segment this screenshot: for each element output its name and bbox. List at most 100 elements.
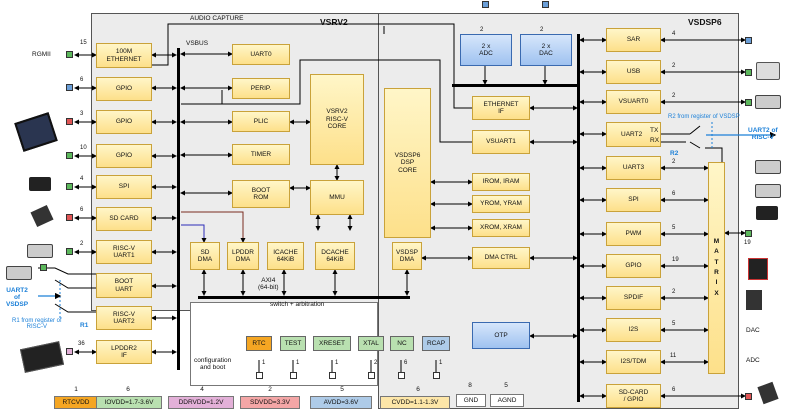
pwm-block: PWM (606, 222, 661, 246)
pad (40, 264, 47, 271)
pin-count: 6 (672, 387, 676, 393)
ethernet-if-block: ETHERNET IF (472, 96, 530, 120)
vsbus-label: VSBUS (186, 40, 209, 47)
pad (290, 372, 297, 379)
rgmii-label: RGMII (32, 51, 51, 58)
switch-bus (198, 296, 410, 299)
pin-count: 36 (78, 341, 85, 347)
chip-icon (756, 206, 778, 220)
pad (745, 99, 752, 106)
gpio-block-2: GPIO (96, 110, 152, 134)
power-count: 2 (268, 386, 272, 393)
rtc-pin: RTC (246, 336, 272, 351)
pin-count: 6 (80, 77, 84, 83)
pad (398, 372, 405, 379)
power-count: 6 (416, 386, 420, 393)
xrom-block: XROM, XRAM (472, 219, 530, 237)
timer-block: TIMER (232, 144, 290, 165)
icache-block: ICACHE 64KiB (267, 242, 304, 270)
spi-block-right: SPI (606, 188, 661, 212)
vsdsp6-title: VSDSP6 (688, 17, 722, 27)
power-iovdd: IOVDD=1.7-3.6V (96, 396, 162, 409)
pin-count: 6 (672, 191, 676, 197)
pin-count: 5 (672, 321, 676, 327)
power-ddrvdd: DDRVDD=1.2V (168, 396, 234, 409)
yrom-block: YROM, YRAM (472, 195, 530, 213)
spdif-block: SPDIF (606, 286, 661, 310)
pin-count: 5 (672, 225, 676, 231)
boot-rom-block: BOOT ROM (232, 180, 290, 208)
dcache-block: DCACHE 64KiB (315, 242, 355, 270)
pad (542, 1, 549, 8)
power-count: 8 (468, 382, 472, 389)
dac-pin-count: 2 (540, 27, 544, 33)
chip-icon (29, 177, 51, 191)
vsuart0-block: VSUART0 (606, 90, 661, 114)
pin-count: 3 (80, 111, 84, 117)
i2s-block: I2S (606, 318, 661, 342)
pad (329, 372, 336, 379)
pin-count: 4 (672, 31, 676, 37)
lpddr2-if-block: LPDDR2 IF (96, 340, 152, 364)
pad (66, 214, 73, 221)
pin-count: 2 (374, 360, 378, 366)
pad (66, 348, 73, 355)
pad (66, 51, 73, 58)
pin-count: 2 (672, 159, 676, 165)
gpio-block-3: GPIO (96, 144, 152, 168)
irom-block: IROM, IRAM (472, 173, 530, 191)
uart2-rx: RX (650, 137, 660, 144)
matrix-block: M A T R I X (708, 162, 725, 374)
pad (745, 69, 752, 76)
matrix-pin-count: 19 (744, 240, 751, 246)
power-count: 5 (504, 382, 508, 389)
pin-count: 2 (672, 63, 676, 69)
dsp-core-block: VSDSP6 DSP CORE (384, 88, 431, 238)
pad (482, 1, 489, 8)
pad (66, 84, 73, 91)
pad (745, 37, 752, 44)
sar-block: SAR (606, 28, 661, 52)
pin-count: 4 (80, 176, 84, 182)
pin-count: 1 (439, 360, 443, 366)
pin-count: 19 (672, 257, 679, 263)
pad (745, 393, 752, 400)
uart0-riscv: UART0 (232, 44, 290, 65)
mmu-block: MMU (310, 180, 364, 215)
adc-label: ADC (746, 357, 760, 364)
usb-connector-icon (756, 62, 780, 80)
pin-count: 6 (80, 207, 84, 213)
pin-count: 2 (672, 289, 676, 295)
dac-block: 2 x DAC (520, 34, 572, 66)
switch-label: switch + arbitration (270, 301, 325, 308)
perip-block: PERIP. (232, 78, 290, 99)
pad (66, 152, 73, 159)
test-pin: TEST (280, 336, 306, 351)
serial-port-icon (755, 184, 781, 198)
power-gnd: GND (456, 394, 486, 407)
vsuart1-block: VSUART1 (472, 130, 530, 154)
power-sdvdd: SDVDD=3.3V (240, 396, 300, 409)
adc-pin-count: 2 (480, 27, 484, 33)
pad (368, 372, 375, 379)
sdcard-block: SD CARD (96, 207, 152, 231)
pad (433, 372, 440, 379)
dsp-bus-right (577, 34, 580, 402)
power-count: 5 (340, 386, 344, 393)
serial-port-icon (755, 160, 781, 174)
power-avdd: AVDD=3.6V (310, 396, 372, 409)
vsdsp-dma-block: VSDSP DMA (392, 242, 422, 270)
audio-capture-label: AUDIO CAPTURE (190, 15, 244, 22)
dma-ctrl-block: DMA CTRL (472, 247, 530, 269)
vsbus-line (177, 48, 180, 370)
pin-count: 1 (335, 360, 339, 366)
riscv-uart2-block: RISC-V UART2 (96, 306, 152, 330)
pad (256, 372, 263, 379)
power-count: 1 (74, 386, 78, 393)
axi-label: AXI4 (64-bit) (258, 277, 279, 291)
pin-count: 2 (672, 93, 676, 99)
pin-count: 15 (80, 40, 87, 46)
module-icon (746, 290, 762, 310)
pad (66, 118, 73, 125)
